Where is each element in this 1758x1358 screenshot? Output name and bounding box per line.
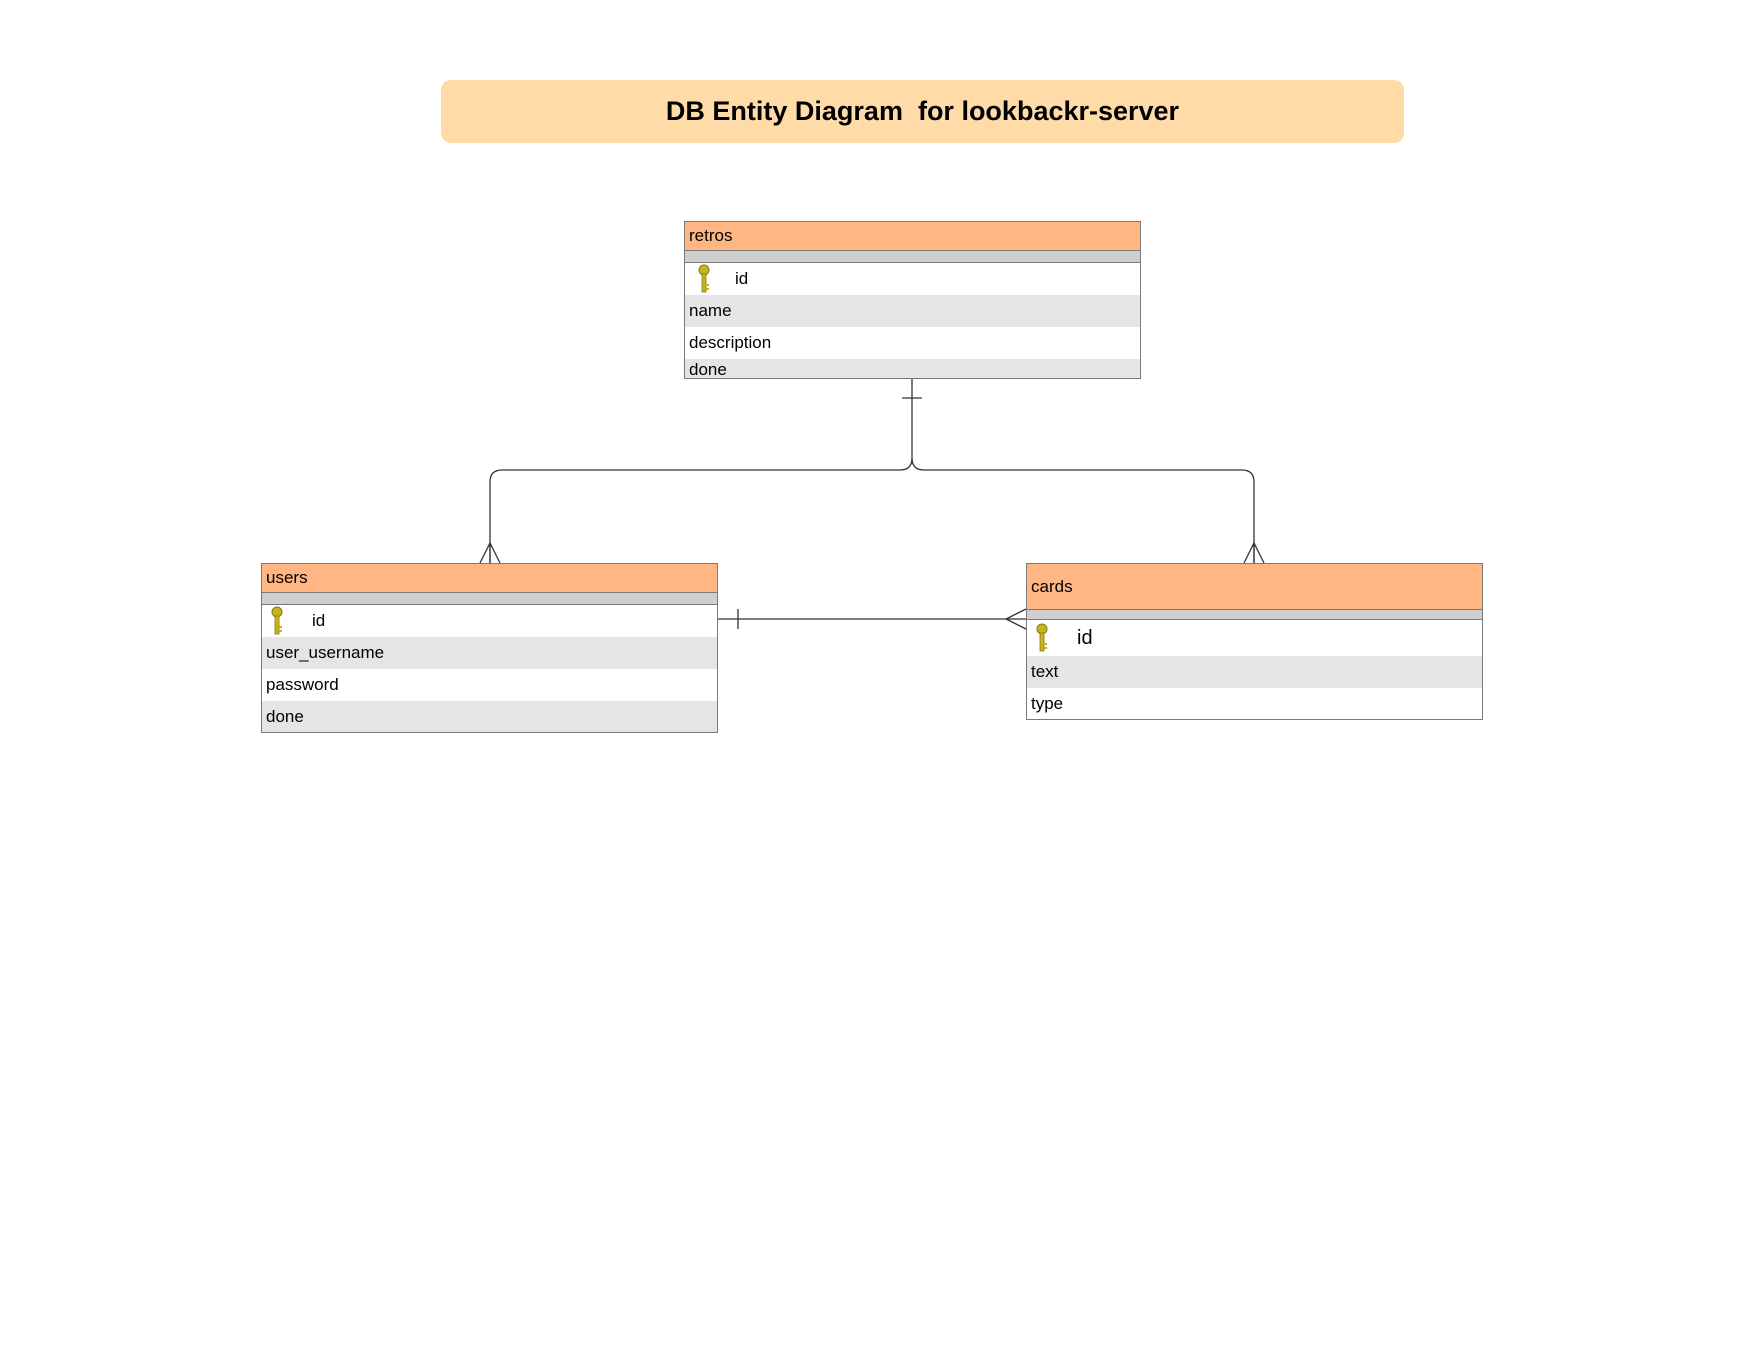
entity-header: cards: [1027, 564, 1482, 610]
retros-cards-line: [911, 457, 1255, 563]
field-row[interactable]: done: [262, 701, 717, 732]
primary-key-row[interactable]: id: [1027, 620, 1482, 656]
field-name: password: [266, 675, 339, 694]
field-row[interactable]: name: [685, 295, 1140, 327]
primary-key-row[interactable]: id: [262, 605, 717, 637]
entity-name: users: [266, 568, 308, 587]
field-name: text: [1031, 662, 1059, 681]
field-name: description: [689, 333, 772, 352]
field-row[interactable]: done: [685, 359, 1140, 379]
field-name: name: [689, 301, 732, 320]
field-name: id: [735, 269, 749, 288]
field-row[interactable]: description: [685, 327, 1140, 359]
retros-users-line: [489, 457, 913, 563]
entity-name: cards: [1031, 576, 1073, 596]
entity-users[interactable]: users id user_username password done: [261, 563, 718, 733]
field-name: id: [1077, 626, 1093, 649]
key-icon: [1036, 623, 1048, 652]
field-row[interactable]: user_username: [262, 637, 717, 669]
users-many-marker: [479, 541, 501, 564]
entity-header: retros: [685, 222, 1140, 251]
key-icon: [271, 606, 283, 635]
primary-key-row[interactable]: id: [685, 263, 1140, 295]
entity-header: users: [262, 564, 717, 593]
entity-separator: [262, 593, 717, 605]
field-name: id: [312, 611, 326, 630]
key-icon: [698, 264, 710, 293]
diagram-title: DB Entity Diagram for lookbackr-server: [441, 80, 1404, 143]
entity-separator: [1027, 610, 1482, 620]
entity-name: retros: [689, 226, 733, 245]
field-row[interactable]: password: [262, 669, 717, 701]
field-name: done: [689, 360, 727, 379]
cards-left-many-marker: [1004, 608, 1027, 630]
field-name: done: [266, 707, 304, 726]
entity-separator: [685, 251, 1140, 263]
field-name: user_username: [266, 643, 385, 662]
field-row[interactable]: type: [1027, 688, 1482, 719]
entity-cards[interactable]: cards id text type: [1026, 563, 1483, 720]
field-row[interactable]: text: [1027, 656, 1482, 688]
entity-retros[interactable]: retros id name description done: [684, 221, 1141, 379]
cards-many-marker: [1243, 541, 1265, 564]
field-name: type: [1031, 694, 1064, 713]
